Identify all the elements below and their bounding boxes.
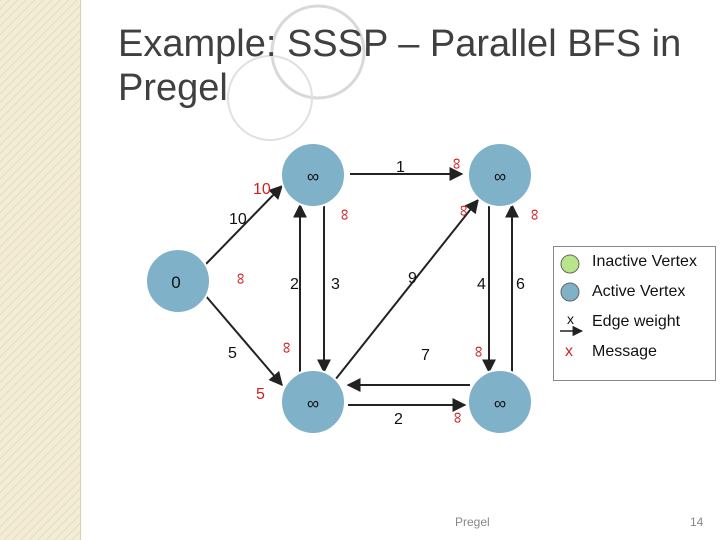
legend: Inactive Vertex Active Vertex x Edge wei…	[553, 246, 716, 381]
vertex-source	[145, 248, 211, 314]
footer-text: Pregel	[455, 515, 490, 529]
edge-weight-bottom-right-top-right: 6	[516, 276, 525, 293]
vertex-bottom-left-value: ∞	[307, 394, 319, 413]
edge-weight-top-right-bottom-right: 4	[477, 276, 486, 293]
message-infinity: ∞	[336, 209, 353, 220]
page-number: 14	[690, 515, 704, 529]
message-infinity: ∞	[449, 412, 466, 423]
edge-weight-bottom-left-top-left: 2	[290, 276, 299, 293]
decorative-arc	[270, 4, 366, 100]
active-vertex-swatch	[560, 282, 580, 302]
vertex-source-value: 0	[171, 273, 180, 292]
legend-message-symbol: x	[565, 343, 573, 360]
message-to-bottom-left: 5	[256, 386, 265, 403]
edge-weight-top-left-bottom-left: 3	[331, 276, 340, 293]
inactive-vertex-swatch	[560, 254, 580, 274]
decorative-sidebar	[0, 0, 81, 540]
message-infinity: ∞	[470, 346, 487, 357]
message-to-top-left: 10	[253, 181, 271, 198]
decorative-arc	[227, 55, 313, 141]
edge-weight-bottom-right-bottom-left: 7	[421, 347, 430, 364]
slide-title-line1: Example: SSSP – Parallel BFS in	[118, 23, 682, 65]
legend-edge-weight-label: Edge weight	[592, 313, 681, 330]
vertex-bottom-right	[467, 369, 533, 435]
vertex-top-left-value: ∞	[307, 167, 319, 186]
slide-title-line2: Pregel	[118, 67, 228, 109]
message-infinity: ∞	[232, 273, 249, 284]
legend-active-label: Active Vertex	[592, 283, 686, 300]
message-infinity: ∞	[278, 342, 295, 353]
message-infinity: ∞	[455, 205, 472, 216]
sidebar-pattern	[0, 0, 80, 540]
edge-source-to-top-left	[204, 184, 283, 266]
edge-bottom-left-to-top-right	[334, 198, 479, 381]
legend-message-label: Message	[592, 343, 657, 360]
edge-weight-bottom-left-bottom-right: 2	[394, 411, 403, 428]
legend-swatches	[560, 254, 584, 337]
vertex-bottom-left	[280, 369, 346, 435]
vertex-top-left	[280, 142, 346, 208]
edge-weight-bottom-left-top-right: 9	[408, 270, 417, 287]
message-infinity: ∞	[448, 158, 465, 169]
edge-weight-source-top-left: 10	[229, 211, 247, 228]
edge-weight-top-left-top-right: 1	[396, 159, 405, 176]
vertex-top-right-value: ∞	[494, 167, 506, 186]
legend-edge-weight-symbol: x	[567, 311, 574, 327]
legend-inactive-label: Inactive Vertex	[592, 253, 697, 270]
edge-weight-source-bottom-left: 5	[228, 345, 237, 362]
vertex-bottom-right-value: ∞	[494, 394, 506, 413]
edge-source-to-bottom-left	[204, 294, 283, 387]
message-infinity: ∞	[526, 209, 543, 220]
slide-title: Example: SSSP – Parallel BFS in Pregel	[118, 22, 708, 110]
vertex-top-right	[467, 142, 533, 208]
